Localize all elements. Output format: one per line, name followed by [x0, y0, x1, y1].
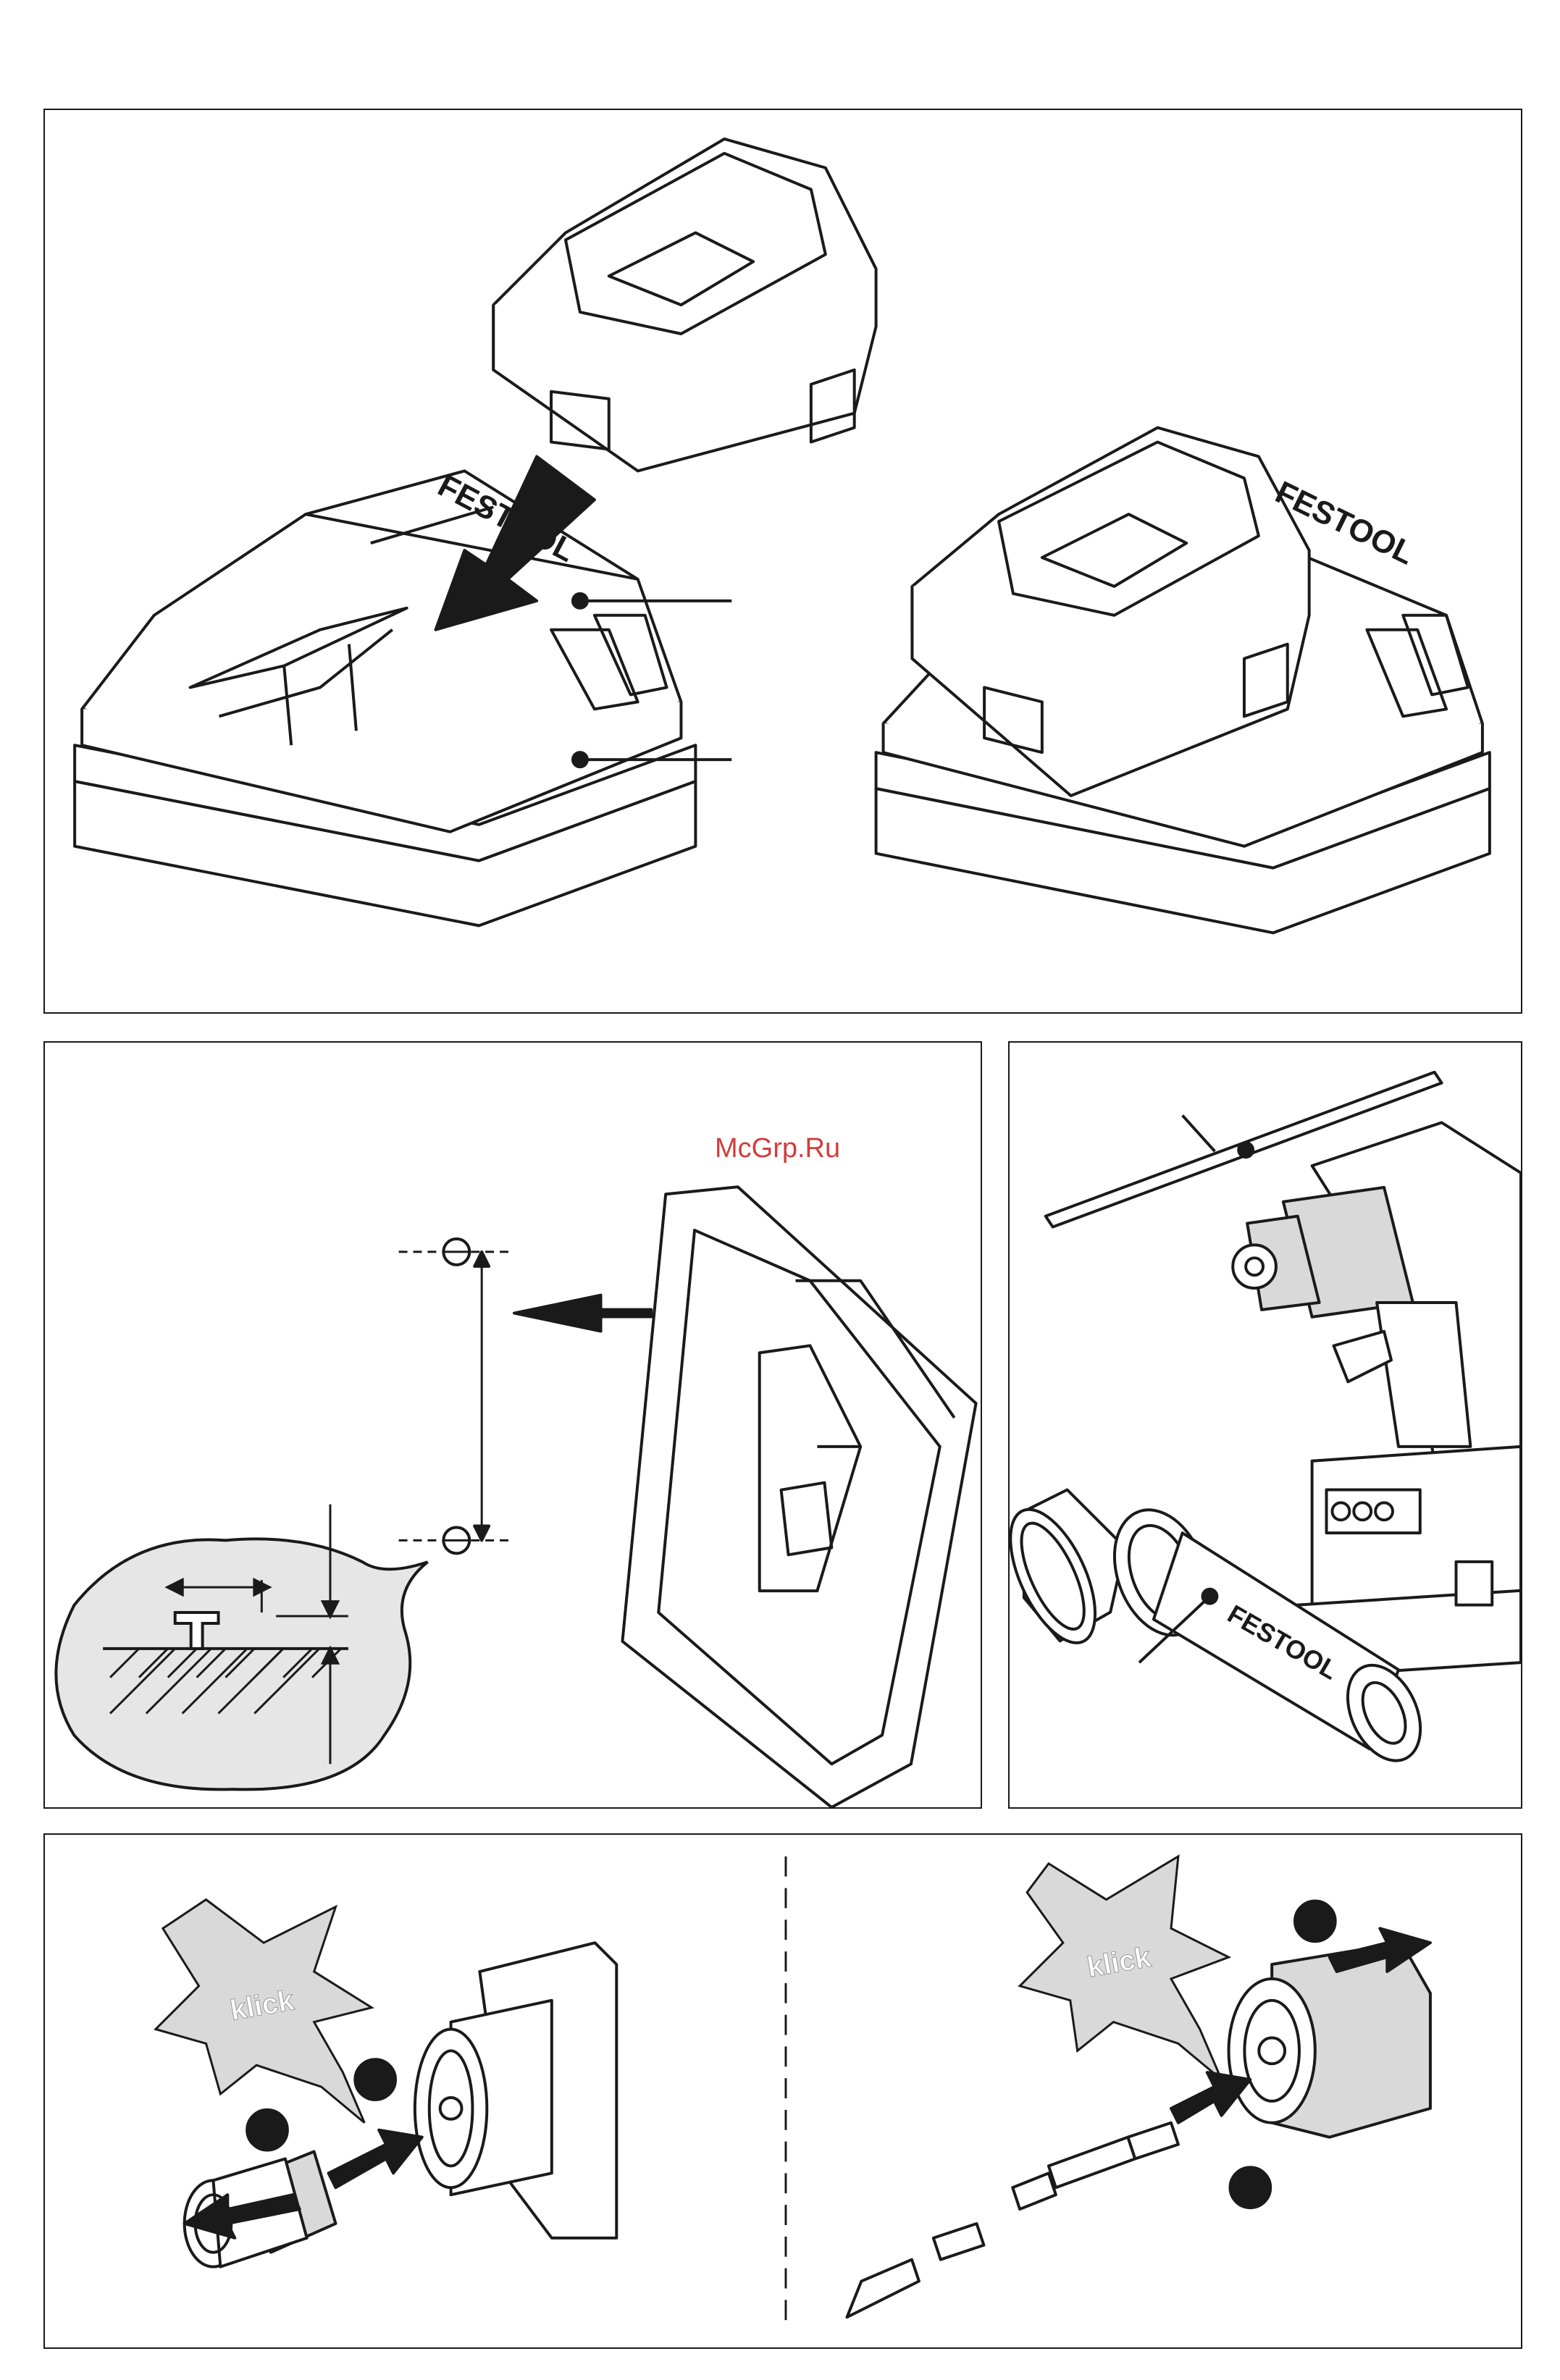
wall-mount-illustration	[45, 1043, 981, 1807]
panel-charger: FESTOOL FESTOOL	[43, 109, 1522, 1014]
watermark-text: McGrp.Ru	[715, 1133, 840, 1164]
chuck-click-illustration: klick klick	[45, 1835, 1521, 2347]
drill-handle-illustration: FESTOOL	[1010, 1043, 1521, 1807]
panel-drill-handle: FESTOOL	[1008, 1041, 1522, 1809]
detail-bubble	[56, 1539, 427, 1789]
panel-wall-mount: McGrp.Ru	[43, 1041, 982, 1809]
panel-chuck-click: klick klick	[43, 1833, 1522, 2349]
charger-illustration: FESTOOL FESTOOL	[45, 110, 1521, 1012]
